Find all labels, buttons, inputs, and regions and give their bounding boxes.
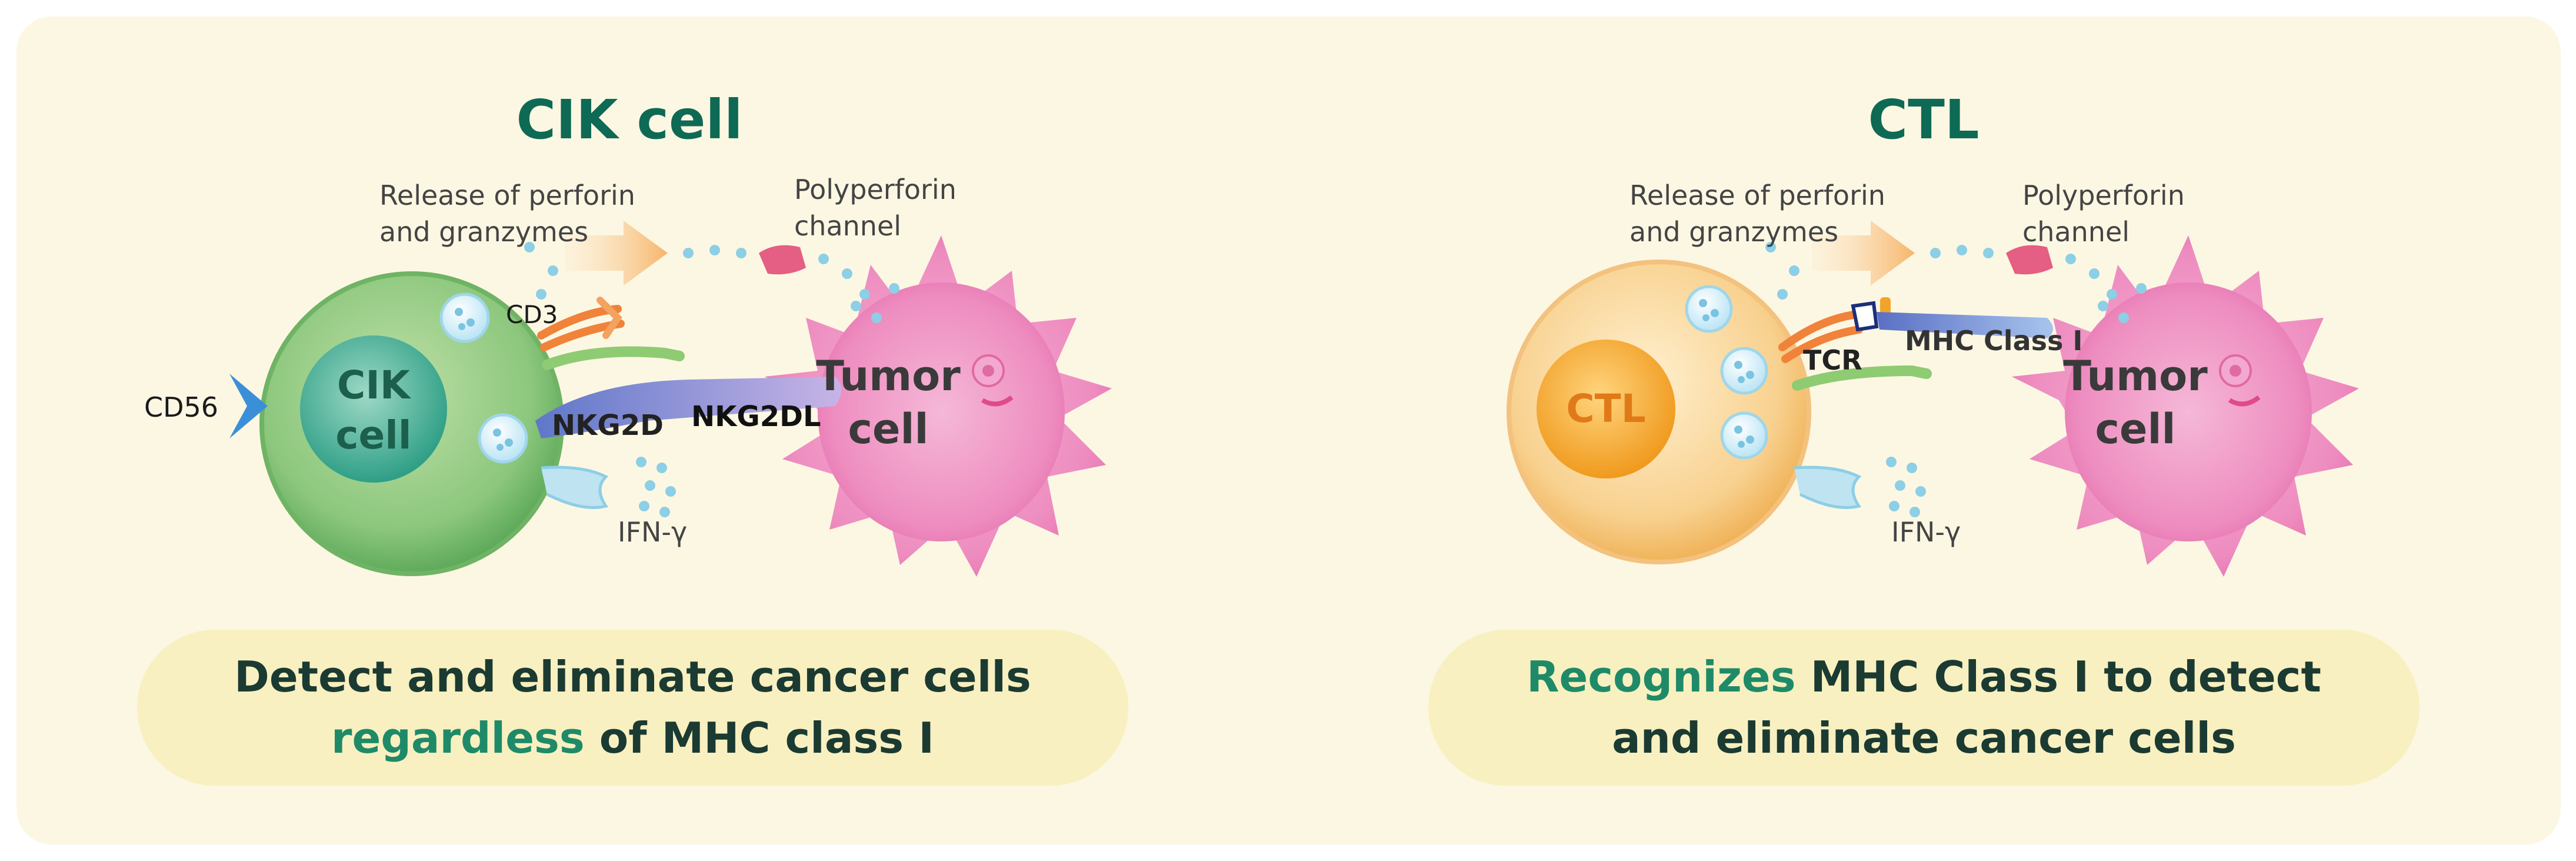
cik-diagram: [137, 221, 1128, 786]
green-receptor-left: [542, 346, 685, 370]
ctl-granule: [1720, 347, 1768, 395]
caption-right-highlight: Recognizes: [1527, 652, 1796, 702]
caption-right-line2: and eliminate cancer cells: [1428, 707, 2420, 769]
ctl-granule: [1720, 411, 1768, 460]
cik-granule: [478, 413, 528, 464]
tcr-label: TCR: [1803, 344, 1862, 376]
caption-right-line1: Recognizes MHC Class I to detect: [1428, 646, 2420, 707]
cik-nucleus: [300, 335, 447, 483]
granzyme-dots-right: [1765, 242, 2147, 323]
caption-right-text1: MHC Class I to detect: [1795, 652, 2321, 702]
ifn-label-right: IFN-γ: [1891, 516, 1961, 548]
ifn-dots-left: [636, 457, 676, 517]
mhc-class-i-bar: [1877, 312, 2053, 338]
ifn-dots-right: [1886, 457, 1926, 517]
perforin-label-left-line2: and granzymes: [379, 216, 589, 248]
caption-left-line2: regardless of MHC class I: [137, 707, 1128, 769]
cik-cell-label-line1: CIK: [336, 363, 411, 408]
ifn-receptor-right: [1794, 466, 1862, 509]
cik-cell-label-line2: cell: [335, 413, 412, 458]
ifn-receptor-left: [541, 466, 609, 509]
nkg2d-nkg2dl-bar: [535, 377, 841, 438]
tumor-cell-left: [765, 235, 1112, 577]
perforin-arrow-left: [565, 221, 668, 285]
tumor-label-left-line1: Tumor: [816, 352, 961, 400]
channel-label-left-line2: channel: [794, 210, 902, 242]
tumor-label-left-line2: cell: [848, 405, 929, 453]
tumor-label-right-line1: Tumor: [2063, 352, 2208, 400]
cd56-label: CD56: [144, 391, 219, 423]
nkg2dl-label: NKG2DL: [691, 400, 821, 433]
ctl-granule: [1685, 285, 1733, 333]
ctl-nucleus: [1537, 340, 1675, 478]
caption-box-left: [137, 630, 1128, 786]
cd3-arm: [596, 297, 622, 339]
caption-left-line1: Detect and eliminate cancer cells: [137, 646, 1128, 707]
polyperforin-channel-left: [759, 245, 806, 275]
channel-label-left-line1: Polyperforin: [794, 174, 957, 205]
caption-left-text2: of MHC class I: [584, 713, 934, 763]
polyperforin-channel-right: [2006, 245, 2053, 275]
tumor-label-right-line2: cell: [2095, 405, 2176, 453]
granzyme-dots-left: [524, 242, 899, 323]
ctl-diagram: [1428, 221, 2420, 786]
perforin-label-right-line2: and granzymes: [1629, 216, 1839, 248]
caption-left-text1: Detect and eliminate cancer cells: [234, 652, 1031, 702]
ifn-label-left: IFN-γ: [618, 516, 688, 548]
cik-granule: [439, 292, 490, 343]
ctl-cell-label: CTL: [1566, 386, 1646, 431]
caption-box-right: [1428, 630, 2420, 786]
cik-title: CIK cell: [516, 88, 743, 151]
caption-left-highlight: regardless: [331, 713, 585, 763]
cd56-arrowhead: [229, 374, 268, 438]
cd3-label: CD3: [506, 300, 558, 329]
channel-label-right-line2: channel: [2022, 216, 2130, 248]
nkg2d-label: NKG2D: [552, 409, 664, 442]
green-receptor-right: [1792, 365, 1932, 391]
perforin-arrow-right: [1812, 221, 1915, 285]
ctl-title: CTL: [1868, 88, 1980, 151]
mhc-label: MHC Class I: [1905, 325, 2083, 357]
tcr-receptor: [1778, 311, 1863, 363]
caption-right-text2: and eliminate cancer cells: [1612, 713, 2236, 763]
perforin-label-right-line1: Release of perforin: [1629, 179, 1885, 211]
perforin-label-left-line1: Release of perforin: [379, 179, 635, 211]
tcr-peptide: [1851, 301, 1879, 332]
channel-label-right-line1: Polyperforin: [2022, 179, 2185, 211]
tumor-cell-right: [2012, 235, 2359, 577]
